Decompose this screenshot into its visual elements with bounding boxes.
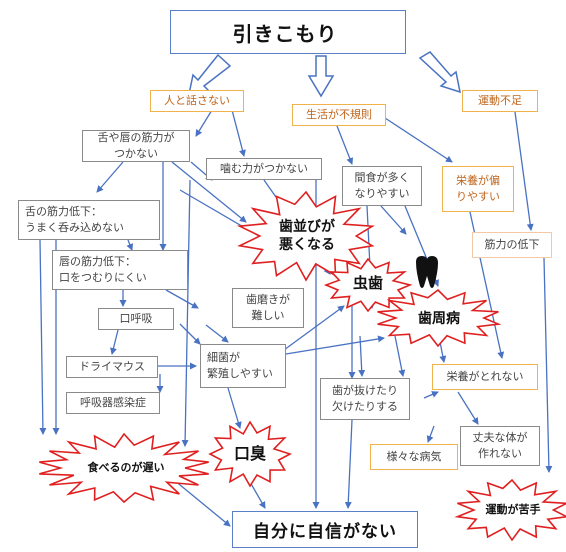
- title-box: 引きこもり: [170, 10, 406, 54]
- node-nutrition-bias: 栄養が偏 りやすい: [442, 166, 514, 212]
- burst-bad-breath-label: 口臭: [233, 443, 266, 463]
- burst-slow-eating-shape: [39, 432, 209, 504]
- burst-bad-breath-shape: [208, 420, 293, 488]
- burst-cavity-label: 虫歯: [352, 274, 383, 293]
- page-title: 引きこもり: [232, 21, 338, 46]
- node-respiratory: 呼吸器感染症: [66, 392, 160, 414]
- tooth-icon: [416, 256, 438, 288]
- burst-periodontal-shape: [377, 288, 502, 348]
- node-no-confidence: 自分に自信がない: [232, 511, 418, 548]
- node-teeth-loss: 歯が抜けたり 欠けたりする: [320, 378, 410, 420]
- bursts-layer: [39, 190, 566, 542]
- node-tongue-lip-weak: 舌や唇の筋力が つかない: [82, 130, 190, 162]
- burst-misalign-shape: [236, 190, 375, 282]
- node-muscle-down: 筋力の低下: [472, 232, 552, 258]
- node-bacteria: 細菌が 繁殖しやすい: [200, 344, 286, 388]
- connectors: [39, 109, 553, 527]
- node-irregular: 生活が不規則: [292, 104, 386, 126]
- node-tongue-down: 舌の筋力低下： うまく呑み込めない: [18, 200, 160, 240]
- burst-bad-at-sports-shape: [454, 478, 566, 542]
- node-dry-mouth: ドライマウス: [66, 356, 158, 378]
- node-mouth-breath: 口呼吸: [98, 308, 174, 330]
- burst-periodontal-label: 歯周病: [418, 310, 460, 327]
- burst-bad-at-sports-label: 運動が苦手: [485, 502, 541, 516]
- node-diseases: 様々な病気: [370, 444, 458, 470]
- node-weak-body: 丈夫な体が 作れない: [460, 426, 540, 466]
- node-talk: 人と話さない: [150, 90, 244, 112]
- node-snacking: 間食が多く なりやすい: [342, 166, 422, 206]
- node-lip-down: 唇の筋力低下： 口をつむりにくい: [52, 250, 188, 290]
- hollow-arrow-center: [307, 55, 335, 98]
- burst-cavity-shape: [323, 257, 413, 313]
- hollow-arrow-right: [418, 51, 461, 94]
- burst-misalign-label: 歯並びが 悪くなる: [279, 218, 335, 253]
- hollow-arrow-left: [188, 53, 232, 95]
- node-chew-weak: 噛む力がつかない: [206, 158, 322, 180]
- burst-slow-eating-label: 食べるのが遅い: [87, 460, 165, 474]
- hollow-arrows: [188, 51, 461, 98]
- node-brushing: 歯磨きが 難しい: [232, 288, 304, 328]
- node-exercise: 運動不足: [462, 90, 538, 112]
- node-nutrition-lack: 栄養がとれない: [432, 364, 538, 390]
